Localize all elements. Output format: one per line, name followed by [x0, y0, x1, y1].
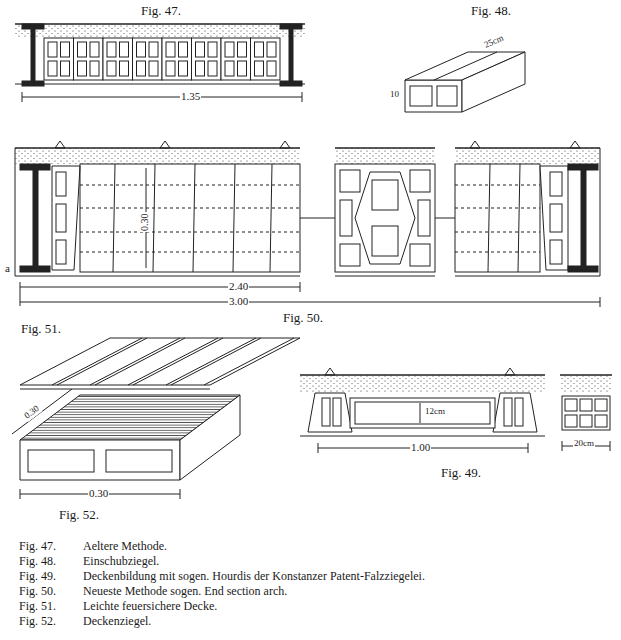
caption-figure-number: Fig. 51.	[18, 600, 57, 613]
caption-figure-number: Fig. 50.	[18, 585, 57, 598]
dimension: 10	[389, 90, 400, 100]
dimension: 25cm	[482, 33, 506, 51]
callout-letter: a	[4, 262, 11, 274]
dimension: 0.30	[139, 213, 150, 233]
dimension: 2.40	[228, 280, 249, 292]
caption-figure-number: Fig. 52.	[18, 615, 57, 628]
line-art	[12, 24, 612, 499]
caption-figure-number: Fig. 47.	[18, 540, 57, 553]
dimension: 20cm	[573, 439, 595, 449]
caption-figure-number: Fig. 49.	[18, 570, 57, 583]
figure-number: Fig. 51.	[20, 322, 62, 336]
dimension: 0.30	[22, 403, 42, 422]
dimension: 0.30	[88, 487, 109, 499]
dimension: 1.35	[180, 90, 201, 102]
caption-text: Deckenbildung mit sogen. Hourdis der Kon…	[82, 570, 426, 583]
dimension: 12cm	[424, 407, 446, 417]
figure-number: Fig. 47.	[140, 4, 182, 18]
figure-number: Fig. 48.	[470, 4, 512, 18]
caption-text: Deckenziegel.	[82, 615, 152, 628]
dimension: 3.00	[228, 295, 249, 307]
caption-text: Aeltere Methode.	[82, 540, 168, 553]
caption-text: Einschubziegel.	[82, 555, 160, 568]
caption-figure-number: Fig. 48.	[18, 555, 57, 568]
dimension: 1.00	[410, 441, 431, 453]
figure-number: Fig. 52.	[58, 508, 100, 522]
figure-number: Fig. 50.	[282, 311, 324, 325]
figure-number: Fig. 49.	[440, 466, 482, 480]
caption-text: Neueste Methode sogen. End section arch.	[82, 585, 288, 598]
caption-text: Leichte feuersichere Decke.	[82, 600, 218, 613]
